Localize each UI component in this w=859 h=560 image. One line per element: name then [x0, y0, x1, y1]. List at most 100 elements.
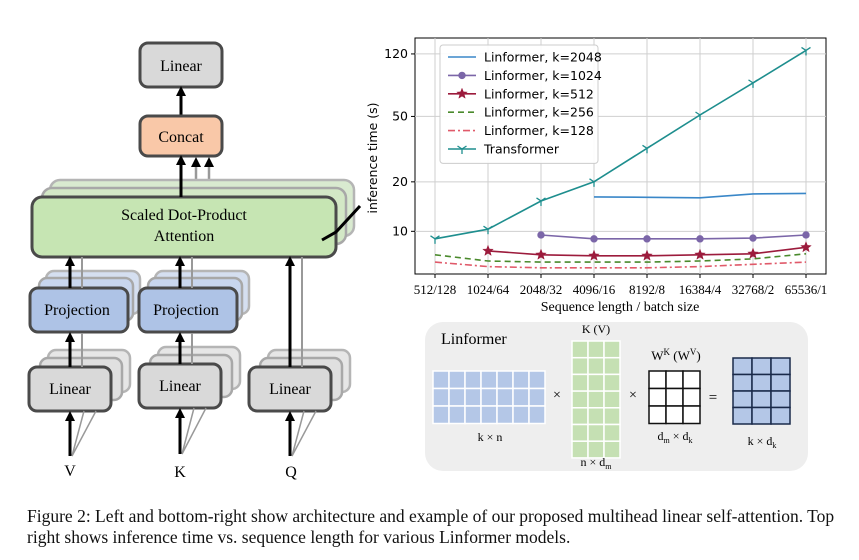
- projection-label-2: Projection: [153, 302, 219, 319]
- example-title: Linformer: [441, 331, 507, 348]
- y-tick-label: 20: [392, 174, 408, 189]
- x-tick-label: 32768/2: [732, 282, 775, 297]
- input-label-k: K: [174, 464, 186, 481]
- projection-box-2: [137, 286, 239, 334]
- chart-series: [430, 46, 812, 269]
- equals-symbol: =: [709, 390, 717, 406]
- matrix-cell: [528, 370, 546, 390]
- matrix-cell: [732, 406, 753, 425]
- matrix-cell: [432, 387, 450, 407]
- series-linformer-k-256: [434, 253, 807, 263]
- matrix-k-by-n: [432, 370, 546, 425]
- series-linformer-k-1024: [537, 231, 810, 243]
- data-point: [456, 87, 468, 99]
- matrix-cell: [751, 406, 772, 425]
- matrix-cell: [571, 340, 589, 359]
- x-tick-label: 16384/4: [679, 282, 722, 297]
- label-k-dk: k × dk: [748, 434, 777, 450]
- plot-area: [414, 37, 827, 275]
- matrix-cell: [512, 370, 530, 390]
- series-line: [434, 253, 807, 263]
- kv-label: K (V): [582, 322, 610, 336]
- data-point: [535, 248, 547, 260]
- data-point: [641, 249, 653, 261]
- matrix-cell: [496, 370, 514, 390]
- matrix-cell: [480, 387, 498, 407]
- linear-label-q: Linear: [269, 381, 311, 398]
- matrix-cell: [571, 423, 589, 442]
- data-point: [536, 197, 546, 206]
- matrix-cell: [587, 356, 605, 376]
- y-axis-label: inference time (s): [365, 103, 380, 214]
- matrix-cell: [770, 357, 791, 376]
- x-tick-label: 8192/8: [629, 282, 665, 297]
- matrix-cell: [587, 373, 605, 392]
- matrix-cell: [603, 407, 621, 426]
- data-point: [483, 225, 493, 235]
- data-point: [590, 235, 598, 243]
- matrix-cell: [571, 390, 589, 409]
- matrix-cell: [603, 440, 621, 459]
- series-line: [434, 261, 807, 269]
- matrix-cell: [751, 357, 772, 376]
- data-point: [458, 71, 466, 80]
- series-line: [434, 49, 807, 240]
- y-tick-label: 120: [384, 46, 408, 61]
- input-label-v: V: [64, 463, 76, 480]
- concat-label: Concat: [158, 129, 204, 146]
- legend-entry: Linformer, k=256: [484, 105, 594, 120]
- matrix-cell: [528, 405, 546, 425]
- linear-label-k: Linear: [159, 378, 201, 395]
- figure-caption: Figure 2: Left and bottom-right show arc…: [27, 506, 835, 547]
- data-point: [430, 235, 440, 244]
- matrix-cell: [648, 405, 667, 425]
- w-label: WK (WV): [651, 347, 700, 363]
- linear-top-label: Linear: [160, 58, 202, 75]
- x-tick-label: 2048/32: [520, 282, 563, 297]
- matrix-cell: [682, 405, 701, 425]
- times-symbol-2: ×: [629, 388, 637, 403]
- matrix-cell: [512, 387, 530, 407]
- architecture-diagram: Linear Concat Scaled Dot-Product Attenti…: [27, 41, 362, 481]
- linformer-example-panel: Linformer × × = K (V) WK (WV) k × n n × …: [425, 322, 808, 471]
- matrix-cell: [571, 356, 589, 376]
- matrix-cell: [770, 373, 791, 392]
- matrix-cell: [432, 405, 450, 425]
- data-point: [747, 247, 759, 259]
- legend-entry: Linformer, k=128: [484, 123, 594, 138]
- matrix-k-by-dk: [732, 357, 791, 425]
- matrix-cell: [571, 373, 589, 392]
- matrix-cell: [603, 340, 621, 359]
- data-point: [457, 145, 467, 154]
- data-point: [802, 231, 810, 239]
- matrix-cell: [571, 407, 589, 426]
- data-point: [642, 144, 652, 154]
- data-point: [643, 235, 651, 243]
- matrix-cell: [770, 390, 791, 409]
- matrix-cell: [587, 340, 605, 359]
- matrix-cell: [432, 370, 450, 390]
- matrix-cell: [665, 370, 684, 390]
- projection-label-1: Projection: [44, 302, 110, 319]
- data-point: [482, 244, 494, 256]
- matrix-cell: [732, 357, 753, 376]
- matrix-cell: [496, 387, 514, 407]
- data-point: [588, 249, 600, 261]
- matrix-cell: [665, 387, 684, 407]
- legend-entry: Linformer, k=512: [484, 86, 594, 101]
- matrix-cell: [603, 423, 621, 442]
- matrix-cell: [448, 405, 466, 425]
- attention-label-1: Scaled Dot-Product: [121, 207, 247, 224]
- input-label-q: Q: [285, 464, 297, 481]
- x-tick-label: 4096/16: [573, 282, 616, 297]
- label-dm-dk: dm × dk: [657, 429, 692, 445]
- projection-box-1: [28, 286, 130, 334]
- matrix-cell: [751, 390, 772, 409]
- matrix-cell: [682, 387, 701, 407]
- data-point: [695, 111, 705, 121]
- label-k-n: k × n: [478, 430, 503, 444]
- matrix-cell: [648, 370, 667, 390]
- legend-entry: Linformer, k=1024: [484, 68, 602, 83]
- legend-entry: Linformer, k=2048: [484, 50, 602, 65]
